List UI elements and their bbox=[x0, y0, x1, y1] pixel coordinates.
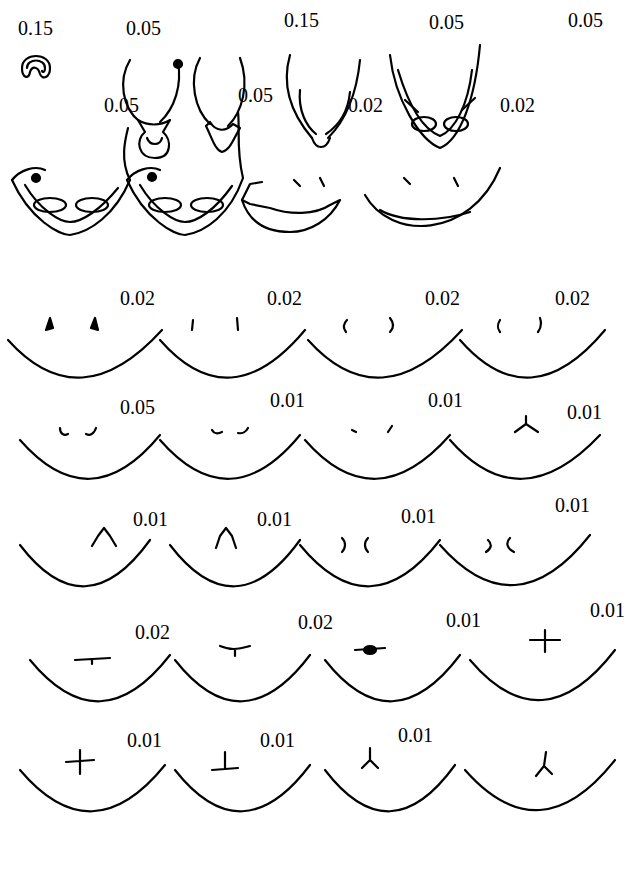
thickness-label: 0.01 bbox=[133, 508, 168, 530]
section-outline bbox=[365, 168, 500, 226]
thickness-label: 0.01 bbox=[398, 724, 433, 746]
section-outline bbox=[390, 45, 480, 148]
section-outline bbox=[22, 56, 50, 77]
section-outline bbox=[20, 416, 600, 479]
section-outline bbox=[242, 178, 340, 232]
thickness-label: 0.01 bbox=[555, 494, 590, 516]
thickness-label: 0.05 bbox=[568, 9, 603, 31]
section-outline bbox=[8, 318, 605, 378]
thickness-label: 0.02 bbox=[120, 287, 155, 309]
thickness-label: 0.02 bbox=[298, 611, 333, 633]
thickness-label: 0.05 bbox=[126, 17, 161, 39]
thickness-label: 0.05 bbox=[104, 94, 139, 116]
section-outline bbox=[30, 630, 615, 701]
thickness-label: 0.02 bbox=[555, 287, 590, 309]
thickness-label: 0.05 bbox=[238, 84, 273, 106]
thickness-label: 0.01 bbox=[446, 609, 481, 631]
section-outline bbox=[194, 58, 245, 152]
thickness-label: 0.01 bbox=[567, 401, 602, 423]
thickness-label: 0.05 bbox=[120, 396, 155, 418]
thickness-label: 0.01 bbox=[257, 508, 292, 530]
section-outline bbox=[20, 748, 615, 811]
thickness-label: 0.01 bbox=[260, 729, 295, 751]
thickness-label: 0.15 bbox=[18, 17, 53, 39]
thickness-label: 0.01 bbox=[590, 599, 625, 621]
section-outline bbox=[12, 128, 130, 235]
thickness-label: 0.05 bbox=[429, 11, 464, 33]
thickness-label: 0.01 bbox=[270, 389, 305, 411]
section-outline bbox=[20, 528, 590, 586]
thickness-label: 0.01 bbox=[428, 389, 463, 411]
thickness-label: 0.01 bbox=[127, 729, 162, 751]
thickness-label: 0.02 bbox=[348, 94, 383, 116]
thickness-label: 0.02 bbox=[267, 287, 302, 309]
section-outline bbox=[127, 112, 243, 235]
thickness-label: 0.02 bbox=[425, 287, 460, 309]
thickness-label: 0.15 bbox=[284, 9, 319, 31]
thickness-label: 0.02 bbox=[500, 94, 535, 116]
thickness-label: 0.01 bbox=[401, 505, 436, 527]
thickness-label: 0.02 bbox=[135, 621, 170, 643]
